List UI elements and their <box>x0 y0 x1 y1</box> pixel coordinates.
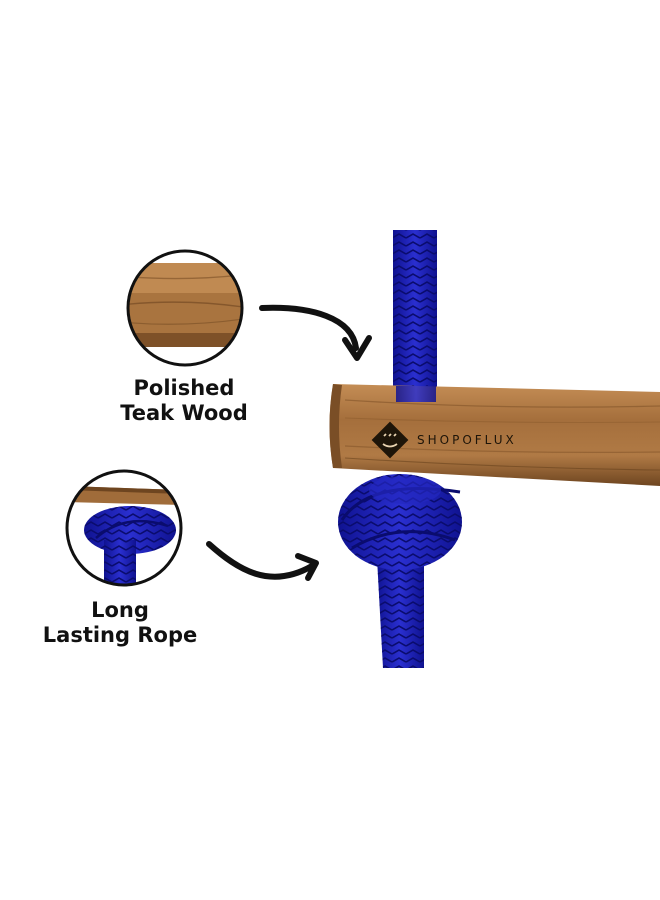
wood-label-line2: Teak Wood <box>120 401 248 425</box>
wood-label-line1: Polished <box>133 376 235 400</box>
brand-logo <box>371 421 409 459</box>
wood-detail-circle <box>126 249 244 367</box>
rope-upper <box>393 230 437 402</box>
wooden-rung <box>329 384 660 486</box>
rope-lower <box>376 540 424 668</box>
rope-knot <box>338 474 462 570</box>
arrow-to-wood-icon <box>259 304 372 361</box>
rope-feature-label: Long Lasting Rope <box>30 598 210 648</box>
arrow-to-rope-icon <box>206 541 319 581</box>
rope-detail-circle <box>65 469 183 587</box>
rope-label-line1: Long <box>91 598 149 622</box>
wood-feature-label: Polished Teak Wood <box>104 376 264 426</box>
brand-name: SHOPOFLUX <box>417 433 517 447</box>
rope-label-line2: Lasting Rope <box>42 623 198 647</box>
